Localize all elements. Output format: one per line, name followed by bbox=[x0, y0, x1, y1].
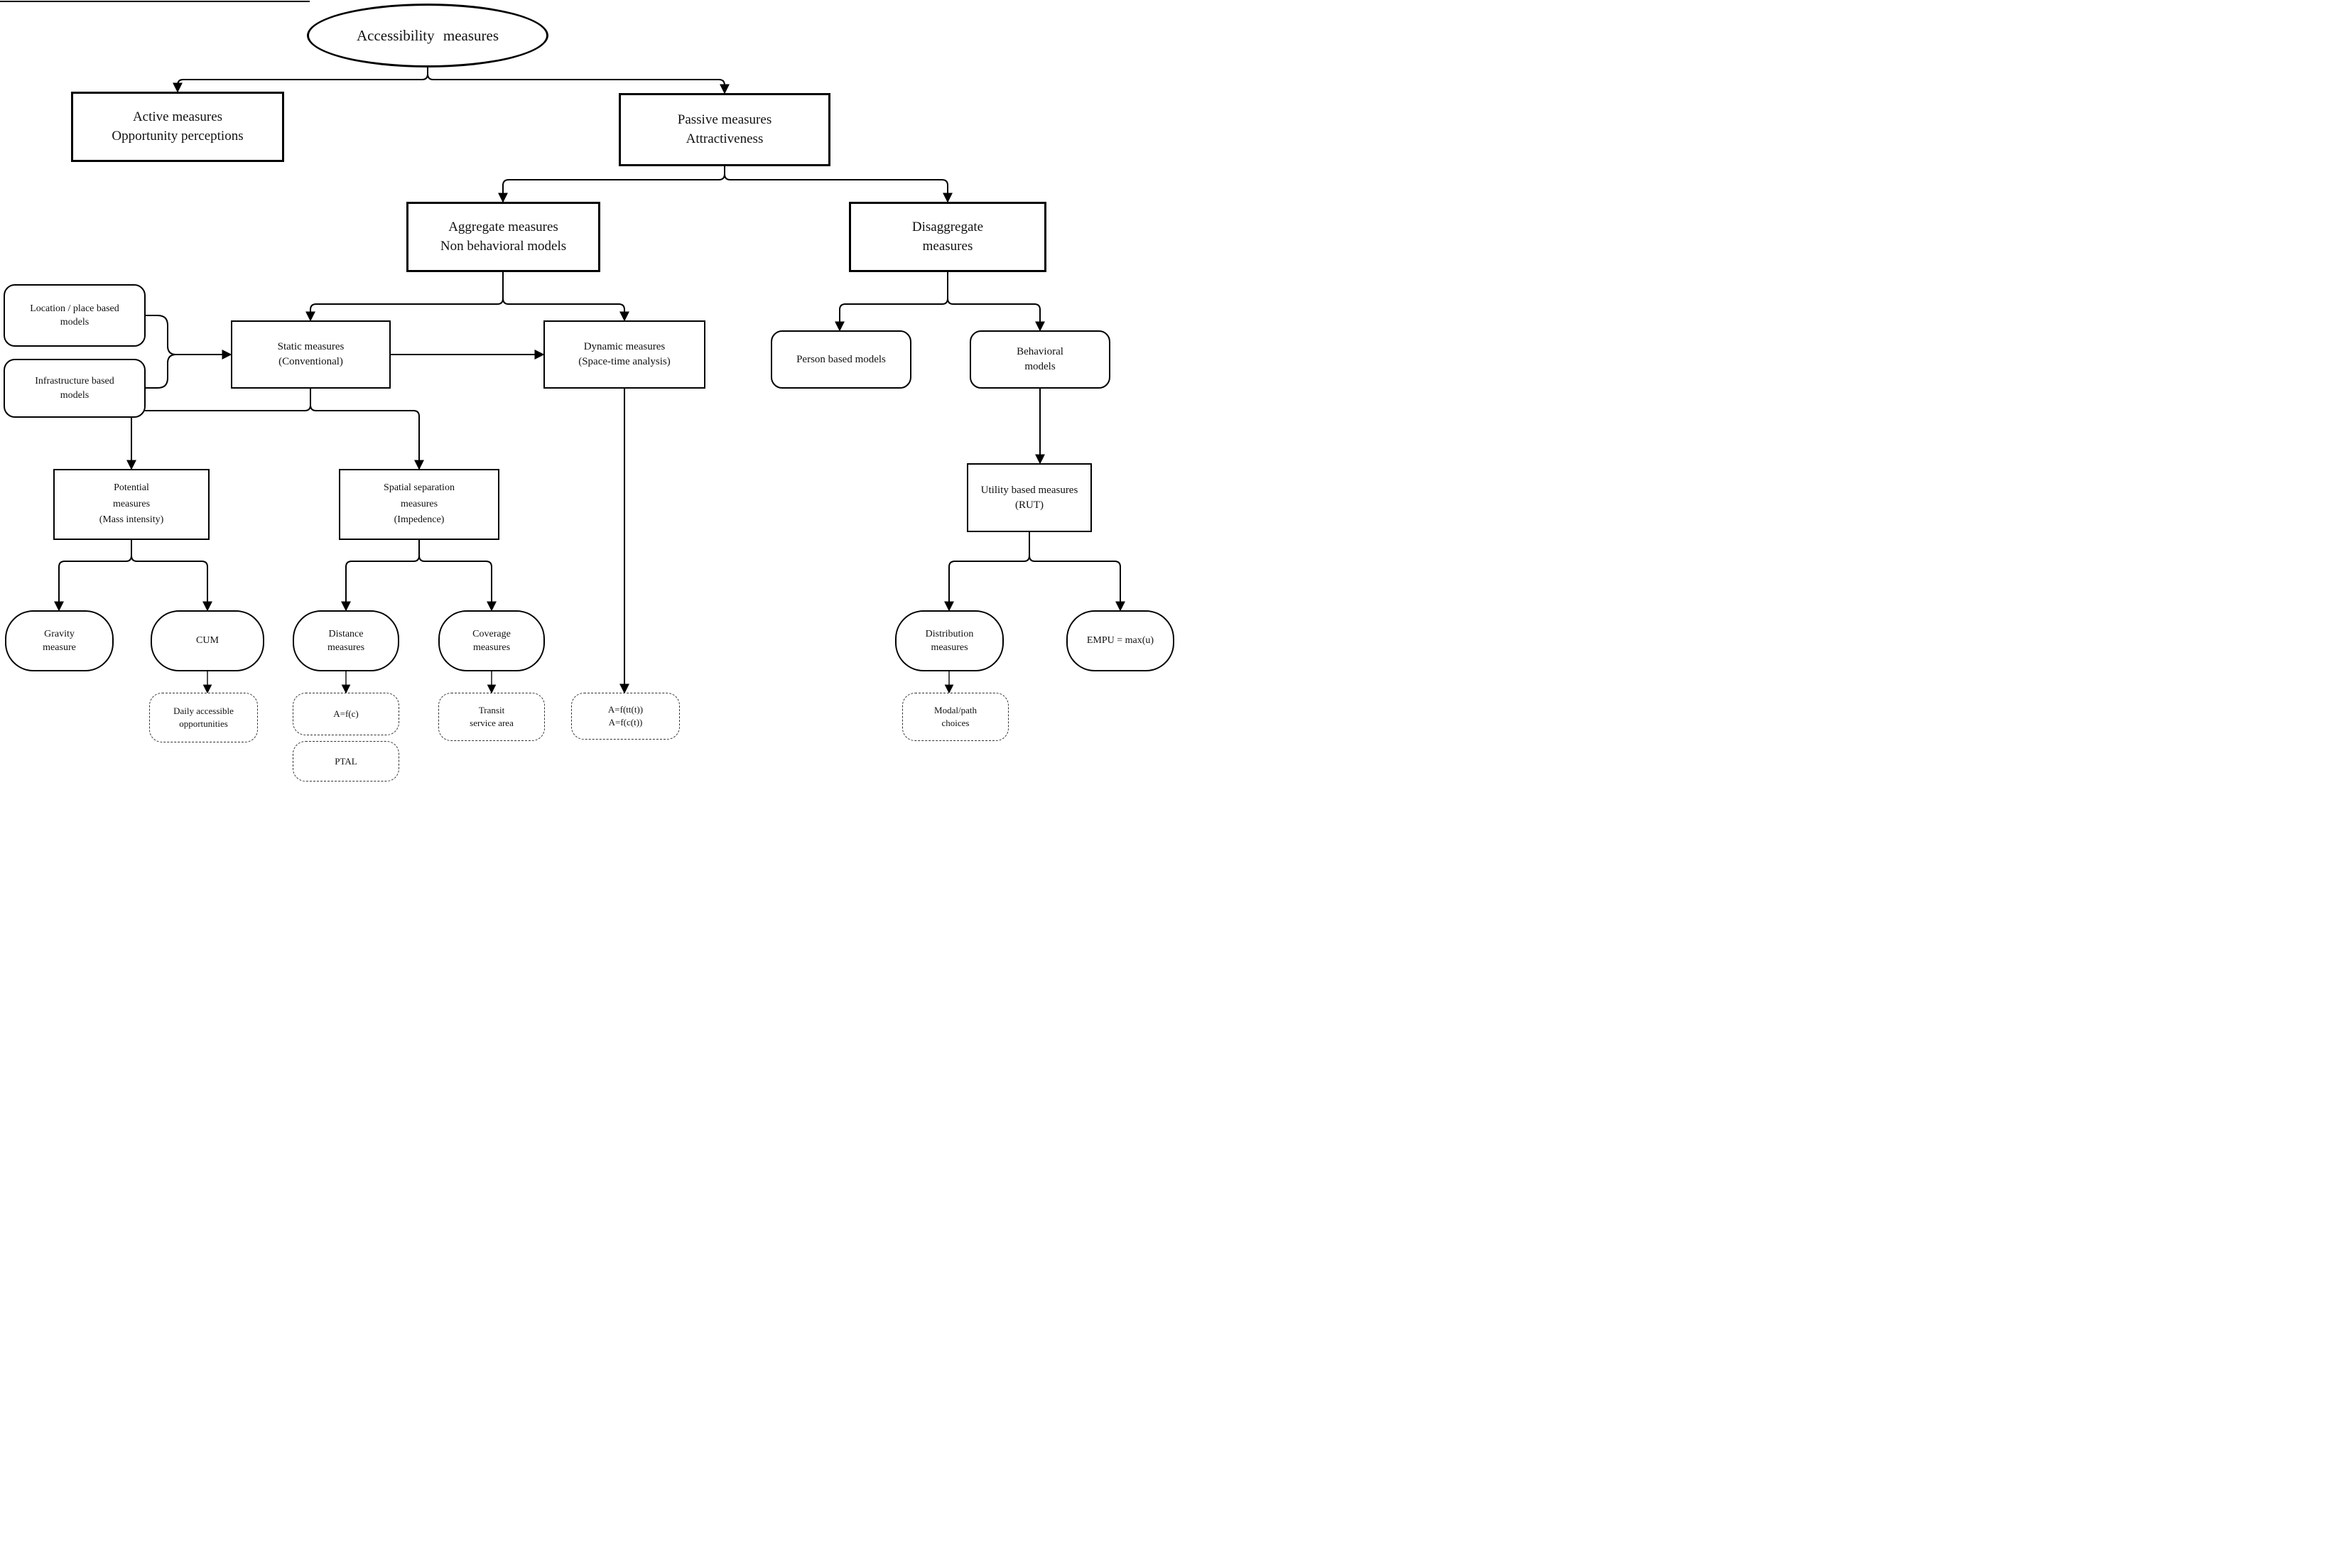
node-active-measures: Active measures Opportunity perceptions bbox=[71, 92, 284, 162]
node-person-based-models: Person based models bbox=[771, 330, 911, 389]
node-label-line: service area bbox=[470, 718, 514, 728]
node-label-line: Modal/path bbox=[934, 705, 977, 716]
node-label-line: Attractiveness bbox=[686, 131, 764, 146]
node-label-line: (Conventional) bbox=[278, 356, 343, 367]
node-utility-based-measures: Utility based measures (RUT) bbox=[967, 463, 1092, 532]
node-behavioral-models: Behavioral models bbox=[970, 330, 1110, 389]
node-dynamic-measures: Dynamic measures (Space-time analysis) bbox=[543, 320, 705, 389]
node-empu: EMPU = max(u) bbox=[1066, 610, 1174, 671]
node-label-line: models bbox=[60, 317, 90, 328]
node-static-measures: Static measures (Conventional) bbox=[231, 320, 391, 389]
node-label-line: Aggregate measures bbox=[448, 220, 558, 235]
edge-spatial-to-distance bbox=[341, 540, 420, 612]
node-infrastructure-based-models: Infrastructure based models bbox=[4, 359, 146, 418]
node-label-line: Passive measures bbox=[677, 112, 772, 128]
edge-aggregate-to-dynamic bbox=[502, 272, 629, 322]
node-spatial-separation-measures: Spatial separation measures (Impedence) bbox=[339, 469, 499, 540]
edge-disaggregate-to-person bbox=[835, 272, 948, 332]
edge-root-to-active bbox=[173, 67, 428, 93]
edge-spatial-to-coverage bbox=[418, 540, 497, 612]
node-transit-service-area: Transit service area bbox=[438, 693, 545, 741]
node-disaggregate-measures: Disaggregate measures bbox=[849, 202, 1046, 272]
node-label-line: measures bbox=[472, 642, 511, 653]
edge-passive-to-disaggregate bbox=[724, 166, 953, 203]
node-label-line: choices bbox=[941, 718, 970, 728]
node-label-line: Behavioral bbox=[1017, 346, 1063, 358]
flowchart-canvas: Accessibility measures Active measures O… bbox=[0, 0, 1175, 784]
node-modal-path-choices: Modal/path choices bbox=[902, 693, 1009, 741]
node-label-line: models bbox=[60, 389, 90, 401]
node-label-line: (Impedence) bbox=[394, 514, 445, 526]
node-label-line: Dynamic measures bbox=[583, 341, 666, 353]
node-label-line: Opportunity perceptions bbox=[112, 128, 244, 144]
node-a-f-c: A=f(c) bbox=[293, 693, 399, 735]
node-label-line: (Space-time analysis) bbox=[578, 356, 671, 367]
node-label-line: Static measures bbox=[277, 341, 345, 353]
node-label-line: Infrastructure based bbox=[35, 376, 114, 387]
node-label-line: Location / place based bbox=[30, 303, 119, 314]
edge-location-merge bbox=[146, 315, 177, 355]
node-label-line: Non behavioral models bbox=[440, 238, 567, 254]
connector-layer bbox=[54, 67, 1125, 694]
node-label-line: measure bbox=[43, 642, 76, 653]
node-coverage-measures: Coverage measures bbox=[438, 610, 545, 671]
node-label-line: measures bbox=[922, 238, 973, 254]
node-label-line: Daily accessible bbox=[173, 705, 234, 717]
node-label-line: measures bbox=[112, 498, 151, 509]
node-label: Accessibility measures bbox=[356, 26, 499, 44]
node-daily-accessible-opportunities: Daily accessible opportunities bbox=[149, 693, 258, 742]
top-border-line bbox=[0, 1, 310, 2]
node-label: A=f(c) bbox=[333, 708, 359, 720]
edge-utility-to-distribution bbox=[944, 532, 1030, 612]
edge-infrastructure-merge bbox=[146, 354, 177, 389]
node-passive-measures: Passive measures Attractiveness bbox=[619, 93, 830, 166]
node-label-line: measures bbox=[931, 642, 968, 653]
node-a-f-tt-t: A=f(tt(t)) A=f(c(t)) bbox=[571, 693, 680, 740]
node-distribution-measures: Distribution measures bbox=[895, 610, 1004, 671]
node-accessibility-measures: Accessibility measures bbox=[307, 4, 548, 67]
node-label-line: Transit bbox=[478, 705, 505, 716]
node-label: EMPU = max(u) bbox=[1086, 635, 1154, 647]
edge-potential-to-gravity bbox=[54, 540, 132, 612]
node-label-line: measures bbox=[400, 498, 438, 509]
node-label-line: A=f(c(t)) bbox=[608, 717, 643, 728]
node-distance-measures: Distance measures bbox=[293, 610, 399, 671]
node-label-line: Disaggregate bbox=[911, 220, 984, 235]
edge-potential-to-cum bbox=[131, 540, 212, 612]
node-label: CUM bbox=[196, 635, 219, 647]
node-potential-measures: Potential measures (Mass intensity) bbox=[53, 469, 210, 540]
edge-disaggregate-to-behavioral bbox=[947, 272, 1045, 332]
edge-aggregate-to-static bbox=[305, 272, 504, 322]
node-label: PTAL bbox=[335, 755, 357, 767]
node-cum: CUM bbox=[151, 610, 264, 671]
edge-passive-to-aggregate bbox=[498, 166, 725, 203]
node-label-line: Utility based measures bbox=[980, 484, 1078, 496]
node-label-line: Distribution bbox=[925, 628, 974, 639]
edge-root-to-passive bbox=[427, 67, 730, 94]
node-ptal: PTAL bbox=[293, 741, 399, 782]
node-label-line: Active measures bbox=[132, 109, 223, 125]
node-label-line: (RUT) bbox=[1015, 499, 1044, 511]
node-label-line: (Mass intensity) bbox=[99, 514, 164, 526]
node-label-line: models bbox=[1024, 361, 1056, 372]
edge-static-to-potential bbox=[126, 389, 311, 470]
node-label-line: opportunities bbox=[179, 718, 228, 729]
node-label-line: Spatial separation bbox=[384, 482, 455, 494]
node-label-line: Potential bbox=[114, 482, 149, 494]
node-label-line: measures bbox=[327, 642, 365, 653]
node-label-line: Coverage bbox=[472, 628, 511, 639]
node-label-line: A=f(tt(t)) bbox=[607, 704, 644, 715]
edge-utility-to-empu bbox=[1029, 532, 1125, 612]
node-location-place-based-models: Location / place based models bbox=[4, 284, 146, 347]
node-label: Person based models bbox=[796, 353, 886, 365]
node-label-line: Distance bbox=[328, 628, 364, 639]
node-gravity-measure: Gravity measure bbox=[5, 610, 114, 671]
edge-static-to-spatial bbox=[310, 389, 424, 470]
node-label-line: Gravity bbox=[44, 628, 75, 639]
node-aggregate-measures: Aggregate measures Non behavioral models bbox=[406, 202, 600, 272]
